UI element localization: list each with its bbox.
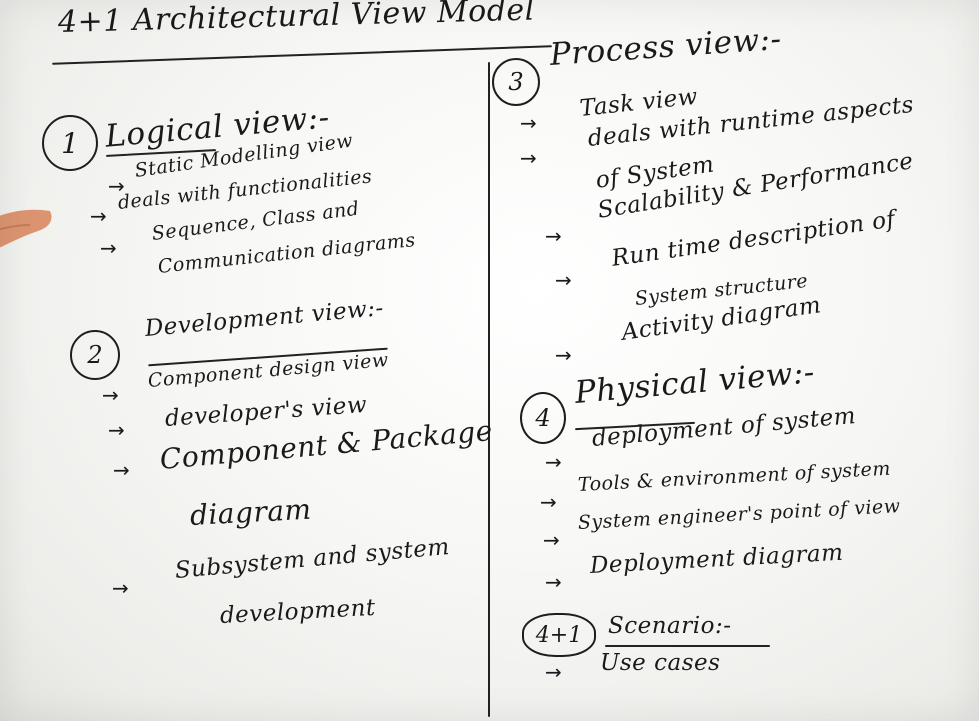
development-item: developer's view [164,391,368,432]
arrow-icon: → [102,383,119,407]
arrow-icon: → [100,236,117,260]
arrow-icon: → [545,570,562,594]
physical-heading: Physical view:- [573,354,817,411]
arrow-icon: → [545,450,562,474]
arrow-icon: → [112,576,129,600]
physical-item: Deployment diagram [589,539,845,579]
physical-item: deployment of system [590,402,858,452]
development-heading: Development view:- [143,295,385,342]
section-number-4: 4 [520,392,566,444]
arrow-icon: → [545,660,562,684]
arrow-icon: → [545,224,562,248]
scenario-number: 4+1 [535,622,583,648]
development-item: diagram [189,492,313,532]
development-item: Subsystem and system [173,534,451,584]
arrow-icon: → [113,458,130,482]
arrow-icon: → [90,204,107,228]
arrow-icon: → [108,174,125,198]
scenario-heading: Scenario:- [608,613,732,639]
section-number-3: 3 [492,58,540,106]
development-item: development [219,594,377,629]
section-number-1: 1 [42,115,98,171]
physical-item: System engineer's point of view [577,495,902,534]
arrow-icon: → [520,146,537,170]
arrow-icon: → [520,111,537,135]
arrow-icon: → [543,528,560,552]
arrow-icon: → [555,343,572,367]
process-heading: Process view:- [548,20,783,73]
scenario-item: Use cases [600,650,721,676]
development-number: 2 [87,341,103,369]
physical-item: Tools & environment of system [577,457,892,496]
board-title: 4+1 Architectural View Model [57,0,536,40]
column-divider [488,62,490,717]
title-underline [52,45,552,65]
physical-number: 4 [535,404,551,432]
section-number-4-plus-1: 4+1 [522,613,596,657]
arrow-icon: → [108,418,125,442]
presenter-hand [0,209,52,248]
arrow-icon: → [555,268,572,292]
process-item: Run time description of [610,206,898,272]
logical-number: 1 [61,126,79,160]
process-number: 3 [508,68,524,96]
scenario-underline [605,645,770,647]
section-number-2: 2 [70,330,120,380]
arrow-icon: → [540,490,557,514]
